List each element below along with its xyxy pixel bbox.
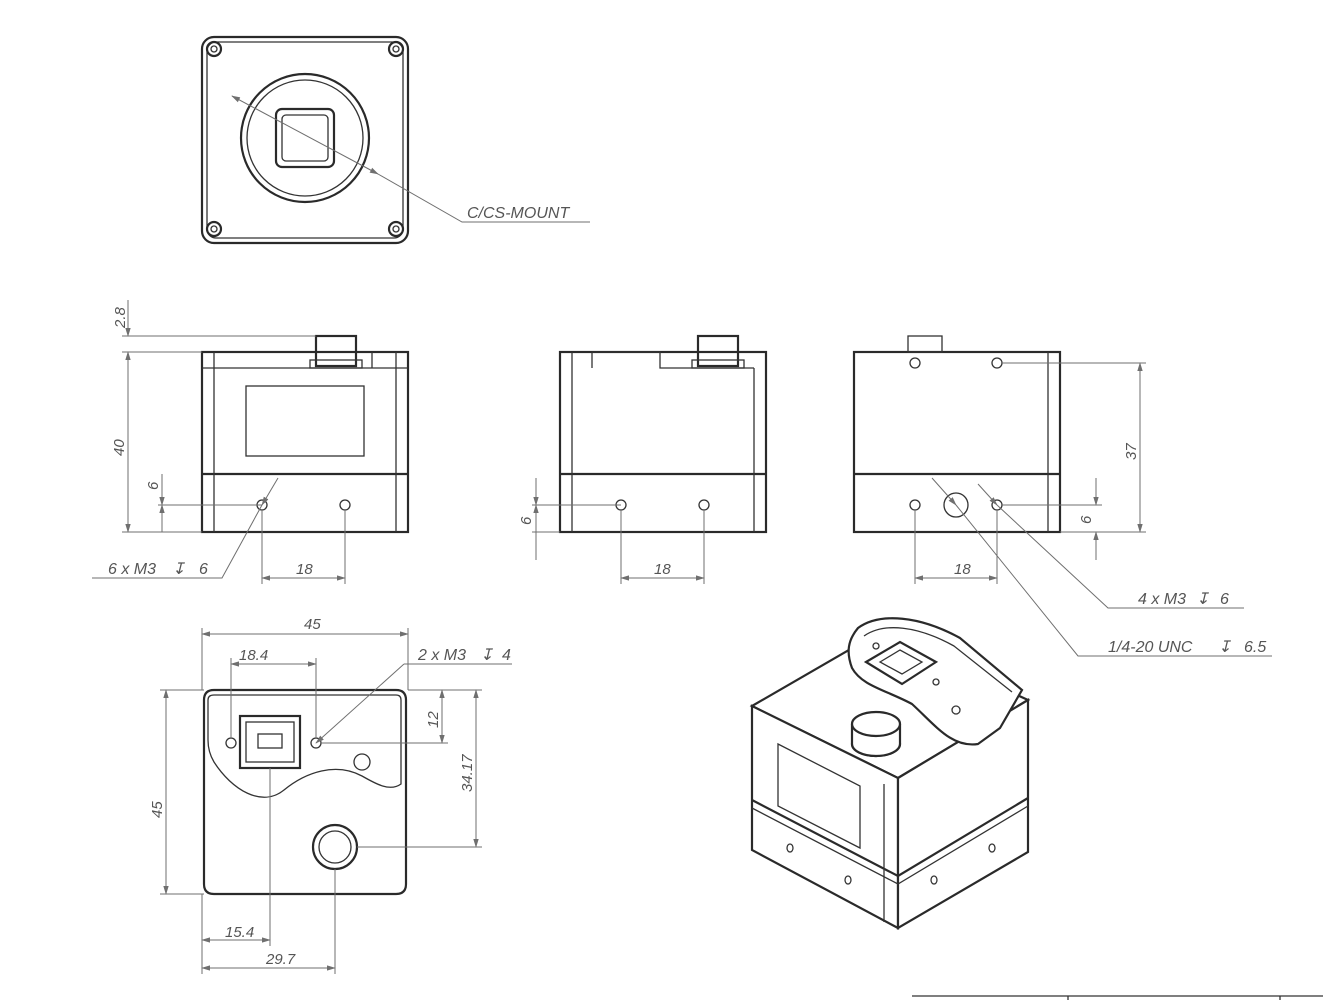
dim-15-4: 15.4 bbox=[225, 924, 254, 941]
back-view: 45 18.4 2 x M3 ↧ 4 12 34.17 45 15.4 bbox=[149, 616, 512, 974]
dim-2-8: 2.8 bbox=[112, 306, 129, 329]
left-side-view: 2.8 40 6 18 6 x M3 ↧ 6 bbox=[92, 300, 410, 584]
isometric-view bbox=[749, 617, 1031, 930]
dim-45-height: 45 bbox=[149, 801, 166, 818]
dim-6-middle: 6 bbox=[518, 516, 535, 525]
front-view: C/CS-MOUNT bbox=[200, 35, 590, 245]
dim-6-left: 6 bbox=[145, 481, 162, 490]
dim-34-17: 34.17 bbox=[459, 754, 476, 792]
dim-18-right: 18 bbox=[954, 561, 971, 578]
right-side-view: 37 6 18 4 x M3 ↧ 6 1/4-20 UNC ↧ 6.5 bbox=[852, 335, 1272, 657]
tripod-note: 1/4-20 UNC bbox=[1108, 639, 1193, 656]
dim-40: 40 bbox=[111, 439, 128, 456]
thread-depth-left: 6 bbox=[199, 561, 208, 578]
dim-29-7: 29.7 bbox=[265, 951, 296, 968]
middle-side-view: 6 18 bbox=[518, 334, 768, 584]
dim-12: 12 bbox=[425, 711, 442, 728]
dim-37: 37 bbox=[1123, 443, 1140, 460]
thread-depth-right: 6 bbox=[1220, 591, 1229, 608]
depth-icon: ↧ bbox=[1218, 639, 1231, 656]
depth-icon: ↧ bbox=[480, 647, 493, 664]
thread-depth-back: 4 bbox=[502, 647, 511, 664]
tripod-depth: 6.5 bbox=[1244, 639, 1266, 656]
mount-screw-icon bbox=[205, 40, 405, 238]
dim-18-4: 18.4 bbox=[239, 647, 268, 664]
depth-icon: ↧ bbox=[1196, 591, 1209, 608]
dim-45-width: 45 bbox=[304, 616, 321, 633]
dim-18-middle: 18 bbox=[654, 561, 671, 578]
dim-18-left: 18 bbox=[296, 561, 313, 578]
thread-note-left: 6 x M3 bbox=[108, 561, 156, 578]
title-block-fragment bbox=[912, 995, 1323, 1000]
mount-label: C/CS-MOUNT bbox=[467, 205, 570, 222]
dim-6-right: 6 bbox=[1078, 515, 1095, 524]
thread-note-back: 2 x M3 bbox=[417, 647, 466, 664]
depth-icon: ↧ bbox=[172, 561, 185, 578]
thread-note-right: 4 x M3 bbox=[1138, 591, 1186, 608]
